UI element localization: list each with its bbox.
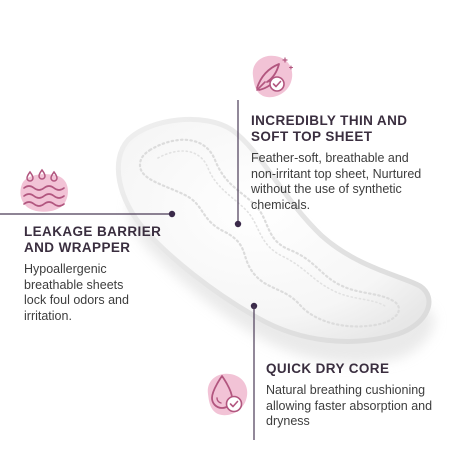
feature-desc-line: non-irritant top sheet, Nurtured — [251, 166, 422, 181]
feature-title-line: SOFT TOP SHEET — [251, 129, 373, 144]
feature-desc-line: dryness — [266, 414, 310, 428]
feature-desc-line: breathable sheets — [24, 277, 124, 292]
pointer-thin-top-sheet — [234, 100, 242, 228]
feature-desc-line: irritation. — [24, 308, 72, 323]
pointer-leakage-barrier — [0, 210, 176, 218]
feature-description: Hypoallergenic breathable sheets lock fo… — [24, 262, 174, 324]
pointer-quick-dry — [250, 302, 258, 440]
feature-title: LEAKAGE BARRIER AND WRAPPER — [24, 224, 174, 256]
feature-title-line: LEAKAGE BARRIER — [24, 224, 162, 239]
feature-desc-line: Natural breathing cushioning — [266, 383, 426, 397]
feature-desc-line: Hypoallergenic — [24, 262, 107, 276]
feature-title-line: INCREDIBLY THIN AND — [251, 113, 408, 128]
feature-leakage-barrier: LEAKAGE BARRIER AND WRAPPER Hypoallergen… — [24, 224, 174, 324]
droplet-check-icon — [207, 373, 248, 416]
feature-description: Feather-soft, breathable and non-irritan… — [251, 151, 466, 213]
feature-title-line: AND WRAPPER — [24, 240, 131, 255]
feature-desc-line: allowing faster absorption and — [266, 398, 433, 413]
feature-desc-line: chemicals. — [251, 197, 311, 212]
feature-desc-line: Feather-soft, breathable and — [251, 151, 409, 165]
feature-quick-dry-core: QUICK DRY CORE Natural breathing cushion… — [266, 361, 466, 430]
feature-title: INCREDIBLY THIN AND SOFT TOP SHEET — [251, 113, 466, 145]
feature-description: Natural breathing cushioning allowing fa… — [266, 383, 466, 430]
feature-desc-line: without the use of synthetic — [251, 182, 402, 196]
feather-check-icon — [252, 55, 294, 98]
liquid-waves-icon — [20, 168, 68, 212]
feature-desc-line: lock foul odors and — [24, 293, 129, 307]
feature-title: QUICK DRY CORE — [266, 361, 390, 376]
feature-thin-top-sheet: INCREDIBLY THIN AND SOFT TOP SHEET Feath… — [251, 113, 466, 213]
